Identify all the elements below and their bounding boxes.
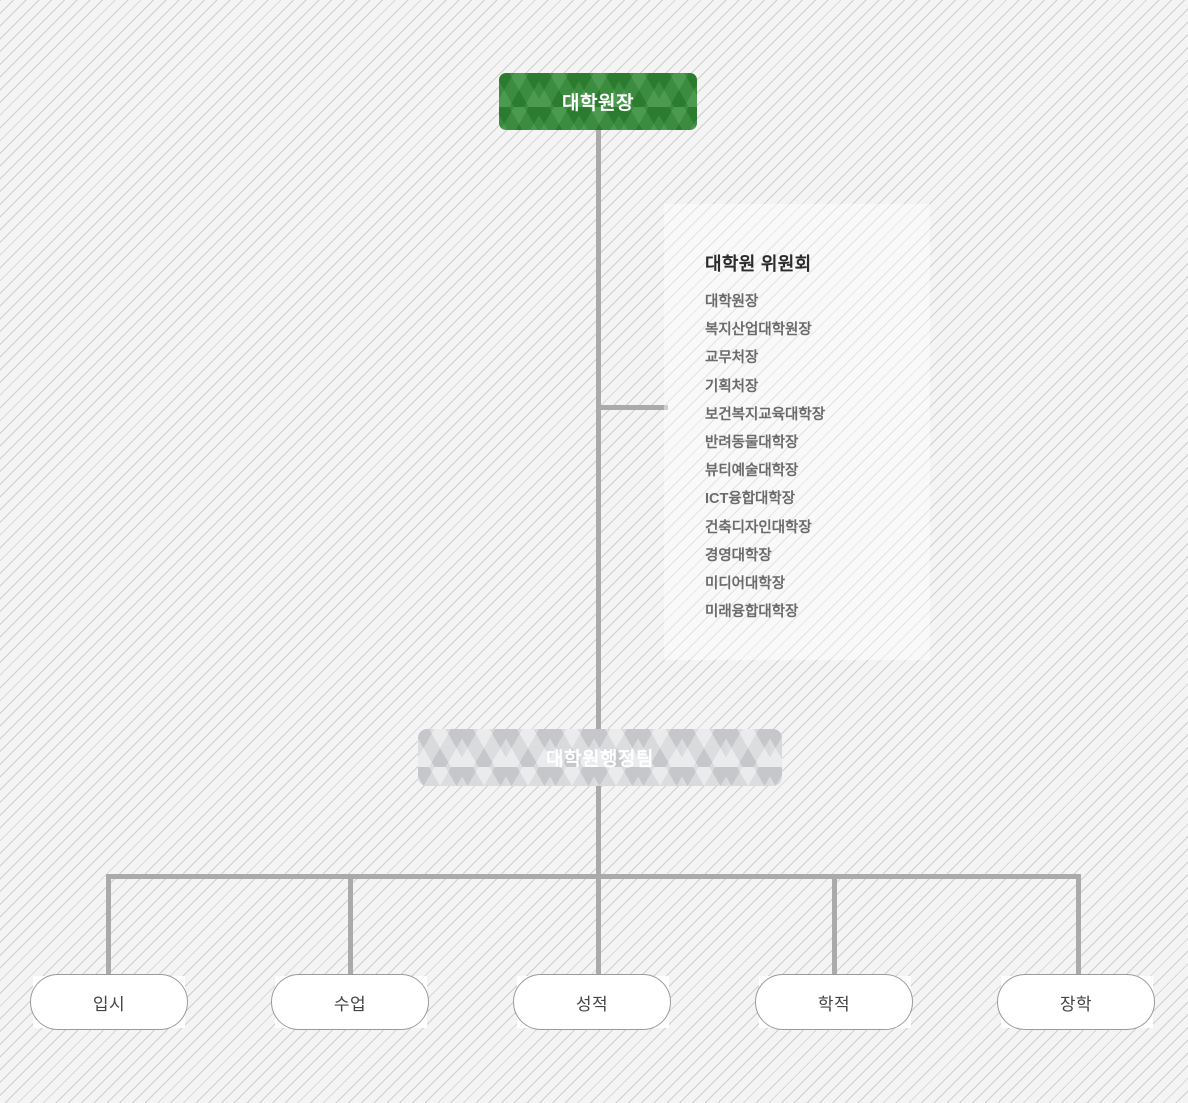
node-branch-grades[interactable]: 성적 bbox=[513, 974, 671, 1030]
node-label: 성적 bbox=[575, 994, 609, 1014]
node-label: 수업 bbox=[333, 994, 367, 1014]
connector-drop-5 bbox=[1076, 874, 1081, 978]
connector-drop-4 bbox=[832, 874, 837, 978]
node-branch-classes[interactable]: 수업 bbox=[271, 974, 429, 1030]
committee-title: 대학원 위원회 bbox=[705, 254, 812, 274]
node-branch-scholarship[interactable]: 장학 bbox=[997, 974, 1155, 1030]
node-graduate-admin-team[interactable]: 대학원행정팀 bbox=[418, 729, 782, 786]
list-item: 복지산업대학원장 bbox=[705, 322, 812, 339]
list-item: 보건복지교육대학장 bbox=[705, 406, 826, 423]
committee-member-list: 대학원장 복지산업대학원장 교무처장 기획처장 보건복지교육대학장 반려동물대학… bbox=[705, 288, 825, 626]
connector-trunk-upper bbox=[596, 130, 601, 736]
node-label: 입시 bbox=[92, 994, 126, 1014]
node-label: 대학원장 bbox=[562, 93, 634, 114]
connector-committee-branch bbox=[596, 405, 668, 410]
list-item: 미디어대학장 bbox=[705, 576, 786, 593]
node-branch-admissions[interactable]: 입시 bbox=[30, 974, 188, 1030]
node-label: 장학 bbox=[1059, 994, 1093, 1014]
committee-panel: 대학원 위원회 대학원장 복지산업대학원장 교무처장 기획처장 보건복지교육대학… bbox=[664, 204, 930, 660]
connector-drop-3 bbox=[596, 874, 601, 978]
list-item: 경영대학장 bbox=[705, 547, 772, 564]
list-item: 교무처장 bbox=[705, 350, 759, 367]
connector-drop-2 bbox=[348, 874, 353, 978]
list-item: 반려동물대학장 bbox=[705, 435, 799, 452]
node-dean-of-graduate-school[interactable]: 대학원장 bbox=[499, 73, 697, 130]
list-item: 대학원장 bbox=[705, 294, 759, 310]
list-item: 뷰티예술대학장 bbox=[705, 463, 799, 480]
connector-branch-bus bbox=[106, 874, 1081, 879]
list-item: ICT융합대학장 bbox=[705, 491, 796, 508]
node-label: 대학원행정팀 bbox=[546, 749, 654, 770]
node-branch-academic-records[interactable]: 학적 bbox=[755, 974, 913, 1030]
list-item: 기획처장 bbox=[705, 378, 759, 395]
list-item: 미래융합대학장 bbox=[705, 604, 799, 621]
connector-trunk-lower bbox=[596, 786, 601, 879]
list-item: 건축디자인대학장 bbox=[705, 519, 812, 536]
connector-drop-1 bbox=[106, 874, 111, 978]
node-label: 학적 bbox=[817, 994, 851, 1014]
